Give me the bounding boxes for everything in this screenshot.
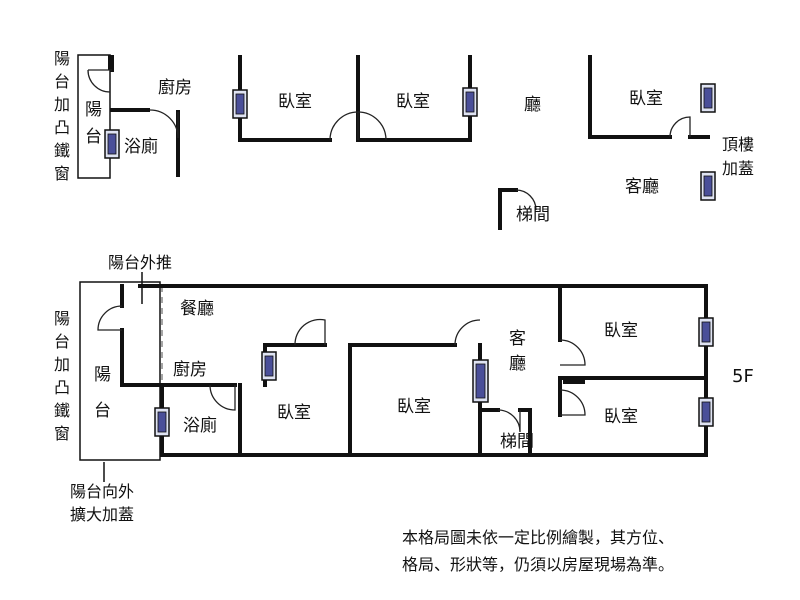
room-label-balcony: 陽台 [94,365,111,421]
door-arc [559,339,586,366]
door-arc [357,111,387,141]
room-label-stairs: 梯間 [516,205,550,225]
door-arc [497,409,521,433]
balcony-char-1: 陽 [85,100,102,120]
door-arc [669,116,691,138]
balcony-char-2: 台 [94,401,111,421]
top-floor-plan: 廚房 陽台 浴廁 臥室 臥室 廳 臥室 客廳 梯間 陽 台 加 凸 鐵 窗 頂樓… [54,49,759,230]
left-note-char: 加 [54,355,70,374]
door-arc [515,189,537,211]
door-arc [559,389,586,416]
room-label-bedroom: 臥室 [397,397,431,417]
window-icon [104,129,120,159]
room-label-balcony: 陽台 [85,100,102,147]
window-icon [700,83,716,113]
floor-label: 5F [732,366,754,387]
left-note-vertical: 陽 台 加 凸 鐵 窗 [54,49,75,183]
window-icon [462,87,478,117]
room-label-bedroom: 臥室 [277,403,311,423]
left-note-char: 窗 [54,164,70,183]
bottom-outer-wall [120,284,708,457]
balcony-char-1: 陽 [94,365,111,385]
left-note-char: 陽 [54,309,70,328]
room-label-bedroom: 臥室 [278,92,312,112]
window-icon [232,89,248,119]
top-balcony-frame [77,54,111,179]
top-note: 陽台外推 [108,253,172,272]
left-note-char: 陽 [54,49,70,68]
left-note-char: 凸 [54,118,70,137]
left-note-vertical: 陽 台 加 凸 鐵 窗 [54,309,75,443]
window-icon [700,171,716,201]
left-note-char: 加 [54,95,70,114]
bottom-balcony-frame [79,281,161,461]
room-label-dining: 餐廳 [180,299,214,319]
window-icon [154,407,170,437]
room-label-living: 客廳 [509,329,526,374]
window-icon [698,397,714,427]
room-label-bath: 浴廁 [183,415,217,436]
left-note-char: 台 [54,72,70,91]
window-icon [261,351,277,381]
bottom-note-line1: 陽台向外 [70,482,134,501]
room-label-kitchen: 廚房 [173,359,207,380]
bottom-floor-plan: 餐廳 廚房 陽台 浴廁 臥室 臥室 客廳 梯間 臥室 臥室 陽台外推 陽 台 加… [54,253,754,524]
window-icon [472,359,489,403]
top-interior-walls [110,55,710,230]
door-arc [97,305,123,331]
window-icon [698,317,714,347]
door-arc [294,318,326,346]
right-note-line: 頂樓 [722,135,754,154]
room-label-bedroom: 臥室 [396,92,430,112]
left-note-char: 凸 [54,378,70,397]
bottom-note-line2: 擴大加蓋 [70,505,134,524]
door-arc [209,384,236,411]
disclaimer-line-2: 格局、形狀等，仍須以房屋現場為準。 [402,555,674,574]
living-char-1: 客 [509,329,526,349]
door-arc [329,111,359,141]
door-arc [87,69,112,93]
left-note-char: 鐵 [54,141,70,160]
right-note: 頂樓 加蓋 [722,135,759,178]
door-arc [454,319,481,346]
left-note-char: 台 [54,332,70,351]
room-label-bedroom: 臥室 [604,407,638,427]
room-label-living: 客廳 [625,177,659,197]
room-label-bedroom: 臥室 [629,89,663,109]
balcony-char-2: 台 [85,127,102,147]
left-note-char: 窗 [54,424,70,443]
door-arc [149,109,179,139]
disclaimer-line-1: 本格局圖未依一定比例繪製，其方位、 [402,528,674,547]
room-label-bath: 浴廁 [124,136,158,157]
room-label-bedroom: 臥室 [604,321,638,341]
living-char-2: 廳 [509,354,526,374]
room-label-hall: 廳 [524,95,541,115]
room-label-kitchen: 廚房 [158,77,192,98]
room-label-stairs: 梯間 [500,432,534,452]
bottom-interior-walls [160,284,708,457]
left-note-char: 鐵 [54,401,70,420]
right-note-line: 加蓋 [722,159,754,178]
